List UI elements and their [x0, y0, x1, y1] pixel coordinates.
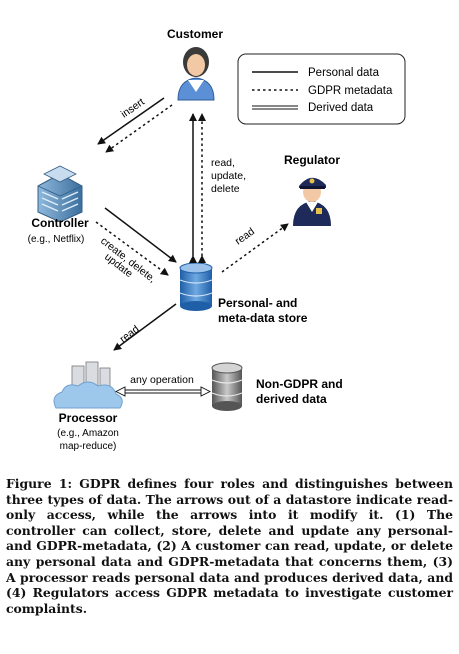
database-icon — [179, 262, 213, 311]
processor-read-arrow — [113, 303, 177, 351]
regulator-read-arrow — [221, 223, 289, 273]
caption-label: Figure 1: — [6, 476, 73, 491]
personal-store-node: Personal- and meta-data store — [179, 262, 308, 325]
insert-label: insert — [119, 96, 147, 121]
controller-title: Controller — [31, 216, 89, 230]
legend-personal-label: Personal data — [308, 67, 380, 79]
customer-ops-line1: read, — [211, 157, 235, 169]
customer-avatar-icon — [177, 47, 215, 101]
controller-node: Controller (e.g., Netflix) — [28, 165, 89, 245]
customer-node: Customer — [167, 27, 223, 101]
regulator-node: Regulator — [284, 153, 340, 226]
regulator-title: Regulator — [284, 153, 340, 167]
legend: Personal data GDPR metadata Derived data — [237, 53, 406, 125]
controller-store-dotted-arrow — [95, 221, 169, 276]
insert-dotted-arrow — [105, 104, 173, 153]
any-operation-arrowhead-left — [114, 386, 126, 397]
processor-title: Processor — [59, 411, 118, 425]
nongdpr-store-node: Non-GDPR and derived data — [211, 362, 343, 411]
regulator-read-label: read — [233, 225, 257, 247]
gdpr-roles-diagram: Personal data GDPR metadata Derived data… — [28, 27, 406, 452]
legend-gdpr-label: GDPR metadata — [308, 85, 393, 97]
controller-store-solid-arrow — [104, 207, 177, 263]
processor-subtitle-line2: map-reduce) — [60, 441, 117, 452]
any-operation-arrowhead-right — [200, 386, 212, 397]
processor-subtitle-line1: (e.g., Amazon — [57, 428, 119, 439]
edges: insert read, update, delete read create,… — [95, 96, 289, 397]
store-title-line2: meta-data store — [218, 311, 308, 325]
police-officer-icon — [293, 177, 331, 226]
nongdpr-title-line2: derived data — [256, 392, 327, 406]
customer-ops-line3: delete — [211, 183, 240, 195]
insert-solid-arrow — [97, 97, 165, 145]
figure-caption: Figure 1: GDPR defines four roles and di… — [6, 476, 453, 616]
gray-database-icon — [211, 362, 243, 411]
cloud-servers-icon — [53, 361, 123, 409]
store-title-line1: Personal- and — [218, 296, 297, 310]
legend-derived-label: Derived data — [308, 102, 374, 114]
controller-subtitle: (e.g., Netflix) — [28, 234, 85, 245]
processor-node: Processor (e.g., Amazon map-reduce) — [53, 361, 123, 452]
office-building-icon — [37, 165, 83, 223]
any-operation-label: any operation — [130, 374, 194, 386]
customer-ops-line2: update, — [211, 170, 246, 182]
customer-title: Customer — [167, 27, 223, 41]
processor-read-label: read — [118, 323, 142, 345]
nongdpr-title-line1: Non-GDPR and — [256, 377, 343, 391]
caption-text: GDPR defines four roles and distinguishe… — [6, 476, 453, 616]
